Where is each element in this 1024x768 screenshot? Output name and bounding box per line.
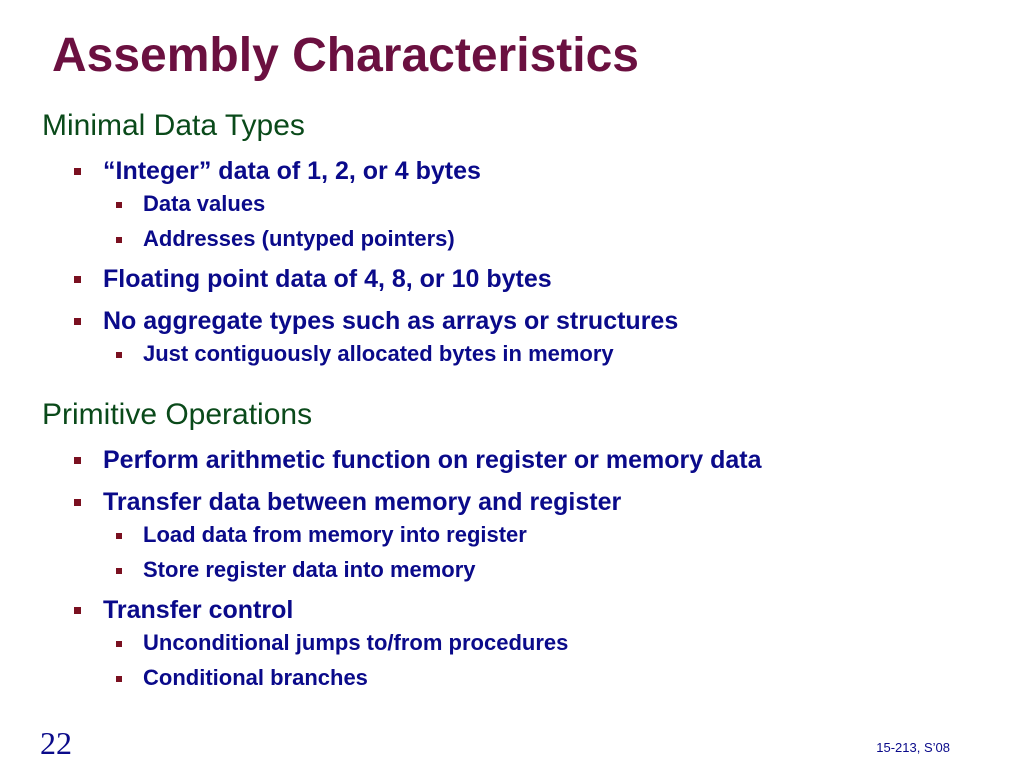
sub-list-item-text: Just contiguously allocated bytes in mem… xyxy=(143,341,614,366)
list-item: Floating point data of 4, 8, or 10 bytes xyxy=(42,264,1002,294)
square-bullet-icon xyxy=(74,276,81,283)
list-item: Transfer data between memory and registe… xyxy=(42,487,1002,517)
square-bullet-icon xyxy=(116,352,122,358)
sub-list-item: Data values xyxy=(42,191,1002,217)
square-bullet-icon xyxy=(74,607,81,614)
section-heading: Minimal Data Types xyxy=(42,109,305,142)
sub-list-item: Unconditional jumps to/from procedures xyxy=(42,630,1002,656)
list-item-text: No aggregate types such as arrays or str… xyxy=(103,307,679,335)
sub-list-item-text: Store register data into memory xyxy=(143,557,476,582)
list-item-text: Transfer control xyxy=(103,596,294,624)
sub-list-item-text: Data values xyxy=(143,191,266,216)
sub-list-item: Just contiguously allocated bytes in mem… xyxy=(42,341,1002,367)
list-item-text: Perform arithmetic function on register … xyxy=(103,446,762,474)
square-bullet-icon xyxy=(74,499,81,506)
list-item-text: “Integer” data of 1, 2, or 4 bytes xyxy=(103,157,481,185)
section-heading: Primitive Operations xyxy=(42,398,313,431)
sub-list-item: Store register data into memory xyxy=(42,557,1002,583)
square-bullet-icon xyxy=(116,533,122,539)
square-bullet-icon xyxy=(116,202,122,208)
sub-list-item-text: Unconditional jumps to/from procedures xyxy=(143,630,569,655)
list-item: Perform arithmetic function on register … xyxy=(42,445,1002,475)
sub-list-item-text: Addresses (untyped pointers) xyxy=(143,226,455,251)
square-bullet-icon xyxy=(116,237,122,243)
sub-list-item: Addresses (untyped pointers) xyxy=(42,226,1002,252)
sub-list-item: Conditional branches xyxy=(42,665,1002,691)
square-bullet-icon xyxy=(116,568,122,574)
square-bullet-icon xyxy=(74,457,81,464)
course-footer: 15-213, S’08 xyxy=(876,740,950,755)
section-minimal-data-types: Minimal Data Types “Integer” data of 1, … xyxy=(42,108,1002,367)
list-item-text: Transfer data between memory and registe… xyxy=(103,488,622,516)
list-item: “Integer” data of 1, 2, or 4 bytes xyxy=(42,156,1002,186)
slide-title: Assembly Characteristics xyxy=(52,29,639,82)
list-item: No aggregate types such as arrays or str… xyxy=(42,306,1002,336)
square-bullet-icon xyxy=(74,318,81,325)
sub-list-item-text: Load data from memory into register xyxy=(143,522,527,547)
sub-list-item-text: Conditional branches xyxy=(143,665,368,690)
list-item: Transfer control xyxy=(42,595,1002,625)
square-bullet-icon xyxy=(116,676,122,682)
list-item-text: Floating point data of 4, 8, or 10 bytes xyxy=(103,265,552,293)
square-bullet-icon xyxy=(116,641,122,647)
sub-list-item: Load data from memory into register xyxy=(42,522,1002,548)
slide-number: 22 xyxy=(40,725,72,761)
square-bullet-icon xyxy=(74,168,81,175)
section-primitive-operations: Primitive Operations Perform arithmetic … xyxy=(42,397,1002,691)
